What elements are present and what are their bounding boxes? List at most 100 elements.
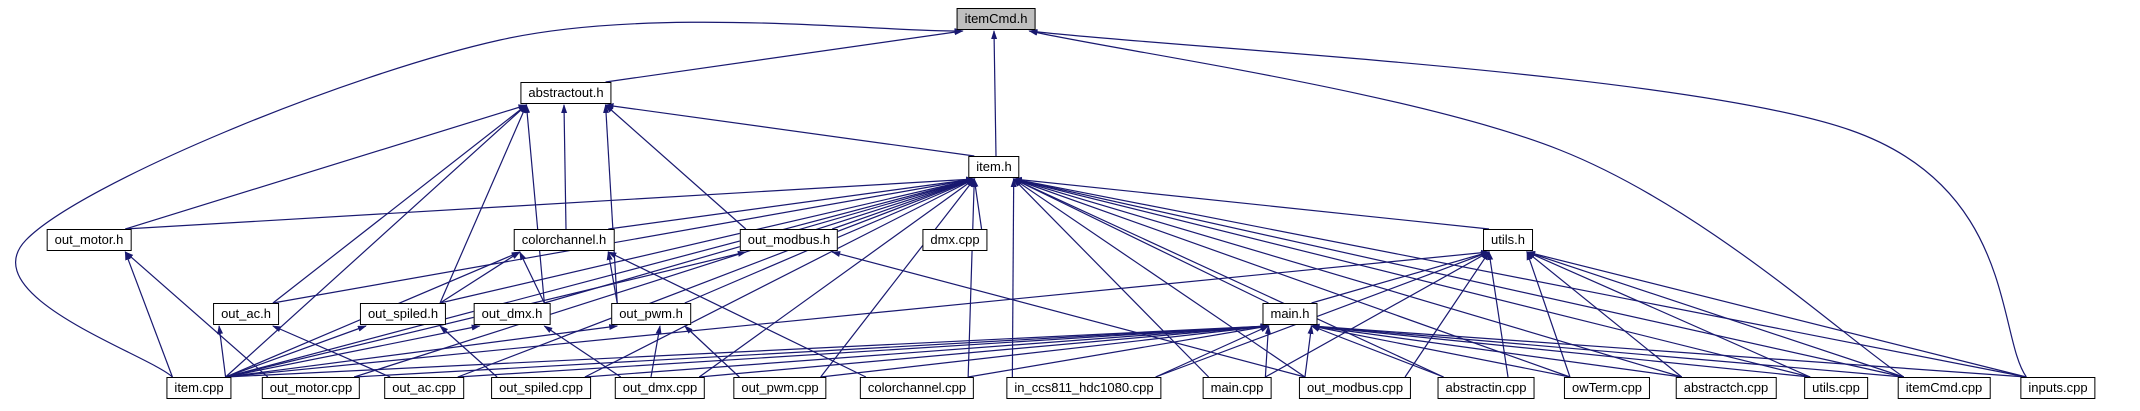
graph-node-utils_cpp[interactable]: utils.cpp xyxy=(1804,377,1868,399)
include-edge-abstractin_cpp-to-main_h xyxy=(1310,325,1444,378)
include-edge-abstractin_cpp-to-utils_h xyxy=(1487,251,1509,378)
include-edge-out_pwm_h-to-abstractout_h xyxy=(603,104,618,304)
graph-node-dmx_cpp[interactable]: dmx.cpp xyxy=(922,229,988,251)
include-edge-out_ac_h-to-item_h xyxy=(272,177,976,304)
include-edge-out_dmx_h-to-colorchannel_h xyxy=(519,251,545,304)
graph-node-utils_h[interactable]: utils.h xyxy=(1483,229,1533,251)
include-edge-out_modbus_h-to-item_h xyxy=(832,178,976,230)
include-edge-owTerm_cpp-to-utils_h xyxy=(1526,251,1571,378)
graph-node-main_h[interactable]: main.h xyxy=(1262,303,1318,325)
include-edge-item_cpp-to-itemCmd_h xyxy=(15,21,964,378)
include-edge-out_spiled_h-to-colorchannel_h xyxy=(439,251,521,304)
include-edge-out_ac_cpp-to-item_h xyxy=(457,178,976,378)
include-edge-abstractch_cpp-to-item_h xyxy=(1012,178,1682,378)
include-edge-abstractout_h-to-itemCmd_h xyxy=(605,29,964,83)
graph-node-inputs_cpp[interactable]: inputs.cpp xyxy=(2020,377,2096,399)
include-edge-utils_cpp-to-item_h xyxy=(1012,178,1811,378)
include-edge-itemCmd_cpp-to-main_h xyxy=(1310,323,1904,378)
include-edge-in_ccs811_hdc1080_cpp-to-item_h xyxy=(1010,178,1017,378)
include-edge-out_motor_cpp-to-main_h xyxy=(354,323,1270,378)
include-edge-item_h-to-abstractout_h xyxy=(604,103,975,157)
include-edge-item_cpp-to-out_pwm_h xyxy=(225,324,619,378)
include-edge-item_cpp-to-out_motor_h xyxy=(124,251,173,378)
include-edge-owTerm_cpp-to-item_h xyxy=(1012,178,1571,378)
include-edge-out_spiled_h-to-abstractout_h xyxy=(439,104,527,304)
include-edge-inputs_cpp-to-item_h xyxy=(1012,177,2027,378)
include-edge-main_h-to-utils_h xyxy=(1311,251,1490,304)
include-edge-inputs_cpp-to-utils_h xyxy=(1526,251,2027,378)
include-edge-utils_cpp-to-utils_h xyxy=(1526,251,1811,378)
include-edge-main_cpp-to-main_h xyxy=(1264,325,1271,378)
include-edge-out_spiled_cpp-to-out_spiled_h xyxy=(439,325,498,378)
include-edge-dmx_cpp-to-item_h xyxy=(972,178,983,230)
include-edge-item_cpp-to-item_h xyxy=(225,178,976,378)
include-edge-abstractch_cpp-to-main_h xyxy=(1310,324,1682,378)
include-edge-main_h-to-item_h xyxy=(1012,178,1269,304)
graph-node-out_dmx_h[interactable]: out_dmx.h xyxy=(473,303,551,325)
graph-node-item_cpp[interactable]: item.cpp xyxy=(166,377,232,399)
include-edge-out_motor_h-to-item_h xyxy=(125,176,976,230)
graph-node-abstractout_h[interactable]: abstractout.h xyxy=(520,82,612,104)
graph-node-item_h[interactable]: item.h xyxy=(968,156,1020,178)
include-edge-out_pwm_h-to-colorchannel_h xyxy=(606,251,618,304)
graph-node-itemCmd_cpp[interactable]: itemCmd.cpp xyxy=(1897,377,1991,399)
include-edge-inputs_cpp-to-itemCmd_h xyxy=(1028,28,2027,378)
include-edge-out_modbus_h-to-abstractout_h xyxy=(604,104,747,230)
include-edge-out_dmx_cpp-to-out_dmx_h xyxy=(543,325,622,378)
include-edge-out_dmx_h-to-abstractout_h xyxy=(524,104,545,304)
graph-node-abstractin_cpp[interactable]: abstractin.cpp xyxy=(1437,377,1535,399)
include-edge-out_modbus_cpp-to-main_h xyxy=(1304,325,1314,378)
include-edge-out_spiled_h-to-item_h xyxy=(439,177,976,304)
graph-node-main_cpp[interactable]: main.cpp xyxy=(1202,377,1272,399)
include-edge-out_motor_cpp-to-out_motor_h xyxy=(124,251,269,378)
graph-node-abstractch_cpp[interactable]: abstractch.cpp xyxy=(1675,377,1777,399)
include-edge-item_cpp-to-out_ac_h xyxy=(217,325,227,378)
graph-node-colorchannel_h[interactable]: colorchannel.h xyxy=(513,229,615,251)
include-edge-inputs_cpp-to-main_h xyxy=(1310,323,2027,378)
include-edge-colorchannel_h-to-abstractout_h xyxy=(561,104,568,230)
include-edge-in_ccs811_hdc1080_cpp-to-main_h xyxy=(1155,325,1270,378)
graph-node-out_ac_cpp[interactable]: out_ac.cpp xyxy=(384,377,464,399)
graph-node-out_ac_h[interactable]: out_ac.h xyxy=(213,303,279,325)
include-edge-out_dmx_cpp-to-main_h xyxy=(699,323,1270,378)
include-edge-out_ac_cpp-to-main_h xyxy=(457,323,1270,378)
graph-node-out_modbus_cpp[interactable]: out_modbus.cpp xyxy=(1298,377,1412,399)
include-edge-main_cpp-to-utils_h xyxy=(1265,251,1490,378)
include-edge-out_dmx_cpp-to-item_h xyxy=(698,178,976,378)
include-edge-main_cpp-to-item_h xyxy=(1012,178,1210,378)
include-edge-out_pwm_cpp-to-main_h xyxy=(820,323,1270,378)
include-edge-out_pwm_cpp-to-out_pwm_h xyxy=(684,325,740,378)
graph-node-itemCmd_h[interactable]: itemCmd.h xyxy=(956,8,1036,30)
include-edge-item_h-to-itemCmd_h xyxy=(991,30,998,157)
include-edge-utils_cpp-to-main_h xyxy=(1310,323,1811,378)
include-edge-item_cpp-to-out_dmx_h xyxy=(225,324,481,378)
include-edge-itemCmd_cpp-to-utils_h xyxy=(1526,251,1904,378)
include-edge-item_cpp-to-utils_h xyxy=(225,249,1491,378)
graph-node-out_dmx_cpp[interactable]: out_dmx.cpp xyxy=(614,377,706,399)
graph-edges xyxy=(15,21,2027,378)
include-edge-out_modbus_cpp-to-out_modbus_h xyxy=(831,251,1306,378)
graph-node-out_motor_cpp[interactable]: out_motor.cpp xyxy=(261,377,361,399)
include-edge-itemCmd_cpp-to-itemCmd_h xyxy=(1028,29,1905,378)
include-edge-out_spiled_cpp-to-main_h xyxy=(584,323,1270,378)
graph-node-out_motor_h[interactable]: out_motor.h xyxy=(46,229,132,251)
include-edge-in_ccs811_hdc1080_cpp-to-utils_h xyxy=(1155,251,1490,378)
include-edge-itemCmd_cpp-to-item_h xyxy=(1012,177,1904,378)
include-edge-colorchannel_h-to-item_h xyxy=(608,177,976,230)
graph-node-out_spiled_cpp[interactable]: out_spiled.cpp xyxy=(491,377,591,399)
include-edge-out_pwm_cpp-to-item_h xyxy=(820,178,975,378)
include-edge-out_spiled_cpp-to-item_h xyxy=(584,178,976,378)
graph-node-out_pwm_cpp[interactable]: out_pwm.cpp xyxy=(733,377,827,399)
graph-node-in_ccs811_hdc1080_cpp[interactable]: in_ccs811_hdc1080.cpp xyxy=(1006,377,1162,399)
include-edge-out_dmx_cpp-to-out_pwm_h xyxy=(650,325,662,378)
graph-node-out_spiled_h[interactable]: out_spiled.h xyxy=(359,303,447,325)
include-edge-out_ac_h-to-abstractout_h xyxy=(272,104,528,304)
graph-node-out_pwm_h[interactable]: out_pwm.h xyxy=(611,303,691,325)
graph-node-out_modbus_h[interactable]: out_modbus.h xyxy=(739,229,839,251)
include-edge-colorchannel_cpp-to-item_h xyxy=(967,178,978,378)
graph-node-colorchannel_cpp[interactable]: colorchannel.cpp xyxy=(859,377,975,399)
graph-node-owTerm_cpp[interactable]: owTerm.cpp xyxy=(1563,377,1651,399)
include-edge-item_cpp-to-main_h xyxy=(225,323,1270,378)
